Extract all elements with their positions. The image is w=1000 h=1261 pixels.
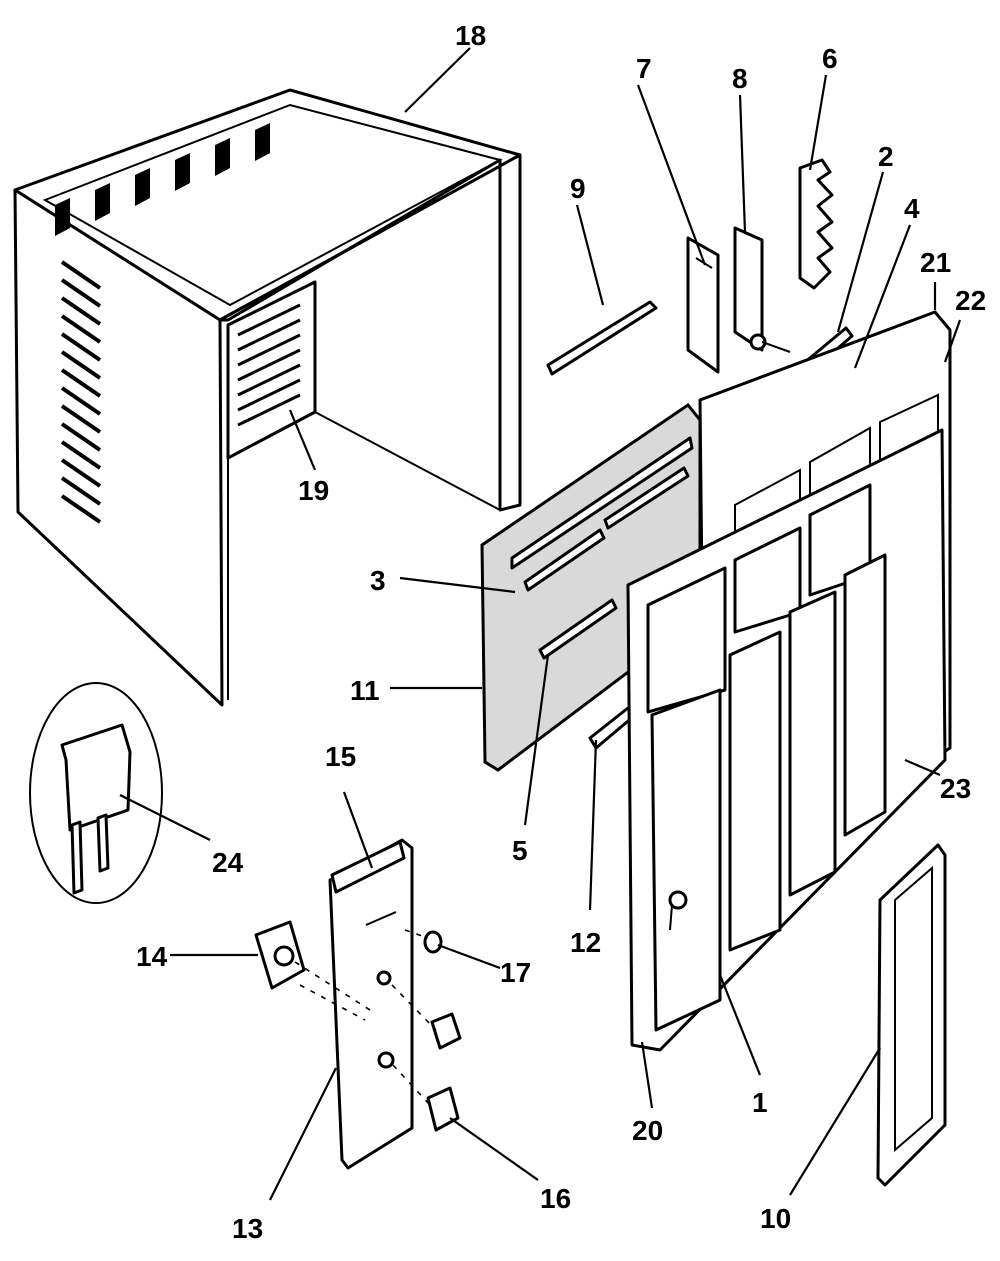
callout-2: 2: [878, 141, 894, 172]
cabinet-top-vents: [55, 123, 270, 236]
assembly-lines: [294, 929, 437, 1106]
callout-7: 7: [636, 53, 652, 84]
callout-19: 19: [298, 475, 329, 506]
side-frame-10: [876, 843, 947, 1187]
callout-10: 10: [760, 1203, 791, 1234]
filter-panel: [480, 402, 702, 772]
callout-20: 20: [632, 1115, 663, 1146]
callout-21: 21: [920, 247, 951, 278]
leader-lines: [119, 47, 962, 1201]
callout-22: 22: [955, 285, 986, 316]
callout-5: 5: [512, 835, 528, 866]
callout-11: 11: [350, 675, 380, 706]
knob-part-16a: [430, 1012, 462, 1050]
callout-labels: 18 7 8 6 9 2 4 21 22 19 3 11 15 23 5 24 …: [136, 20, 986, 1244]
knob-part-16b: [426, 1086, 460, 1132]
front-panel: [626, 428, 947, 1052]
callout-18: 18: [455, 20, 486, 51]
callout-14: 14: [136, 941, 168, 972]
bracket-part-8: [733, 226, 791, 353]
callout-15: 15: [325, 741, 356, 772]
strip-part-9: [546, 300, 658, 376]
callout-12: 12: [570, 927, 601, 958]
knob-part-17: [423, 930, 443, 954]
callout-1: 1: [752, 1087, 768, 1118]
inset-clip-detail: [29, 682, 163, 904]
callout-16: 16: [540, 1183, 571, 1214]
callout-17: 17: [500, 957, 531, 988]
control-panel-13: [328, 838, 414, 1170]
callout-3: 3: [370, 565, 386, 596]
knob-part-14: [254, 920, 306, 990]
callout-23: 23: [940, 773, 971, 804]
cabinet-case: [13, 88, 522, 707]
bracket-part-7: [686, 236, 720, 374]
callout-4: 4: [904, 193, 920, 224]
callout-9: 9: [570, 173, 586, 204]
callout-13: 13: [232, 1213, 263, 1244]
clip-part-6: [798, 158, 834, 290]
callout-24: 24: [212, 847, 244, 878]
callout-6: 6: [822, 43, 838, 74]
cabinet-side-louvers: [60, 260, 102, 524]
callout-8: 8: [732, 63, 748, 94]
inner-panel-louvers: [237, 303, 301, 427]
